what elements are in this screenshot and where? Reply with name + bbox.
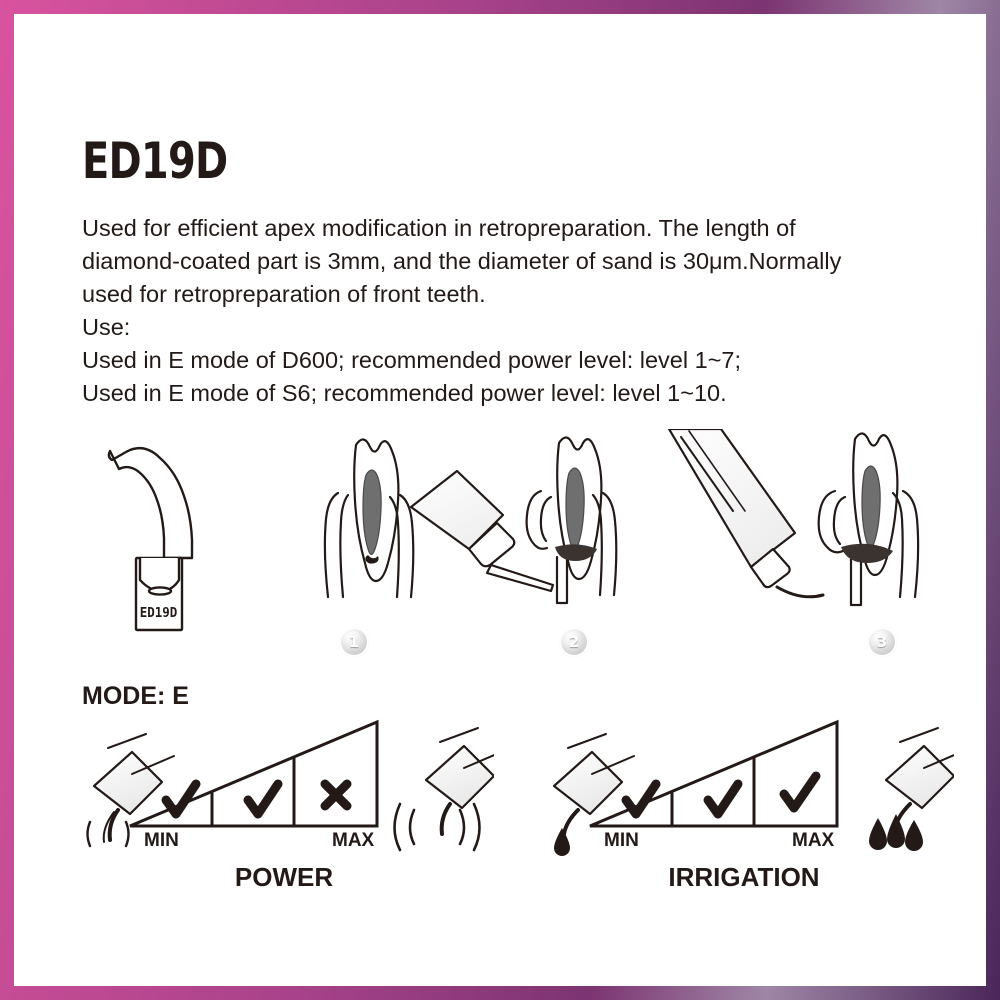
step-number: 1 [348, 633, 360, 651]
step-3-illustration: 3 [659, 429, 959, 657]
description-line-6: Used in E mode of S6; recommended power … [82, 380, 727, 406]
water-drops [869, 814, 923, 851]
power-caption: POWER [234, 862, 334, 892]
segment-check-2 [243, 779, 283, 819]
irrigation-caption: IRRIGATION [668, 862, 820, 892]
irrigation-gauge-diagram: MIN MAX [552, 719, 967, 856]
mode-label: MODE: E [82, 682, 189, 710]
segment-check-2 [703, 779, 743, 819]
handpiece-triple-drop-icon [884, 727, 967, 828]
gauge-triangle [589, 719, 839, 828]
description-line-1: Used for efficient apex modification in … [82, 215, 796, 241]
tooth-icon [323, 438, 415, 599]
irrigation-gauge: MIN MAX IRRIGATION [534, 714, 967, 904]
handpiece-high-vibration-icon [424, 727, 507, 836]
segment-check-3 [779, 771, 821, 813]
segment-check-1 [161, 779, 201, 819]
description-line-3: used for retropreparation of front teeth… [82, 281, 486, 307]
product-spec-card: ED19D Used for efficient apex modificati… [14, 14, 986, 986]
step-1-illustration: 1 [304, 429, 454, 657]
power-gauge: MIN MAX POWER [74, 714, 507, 904]
power-max-label: MAX [332, 830, 375, 851]
retro-cavity [555, 544, 597, 561]
description-line-2: diamond-coated part is 3mm, and the diam… [82, 248, 842, 274]
description-line-5: Used in E mode of D600; recommended powe… [82, 347, 742, 373]
irrigation-min-label: MIN [604, 830, 639, 851]
segment-check-1 [621, 779, 661, 819]
tip-engraving-label: ED19D [140, 606, 178, 621]
tip-and-tooth-icon [409, 436, 618, 605]
water-drop [554, 828, 570, 856]
scaler-tip-icon: ED19D [107, 446, 194, 632]
gauge-triangle [129, 719, 379, 828]
segment-cross-3 [320, 779, 352, 811]
product-description: Used for efficient apex modification in … [82, 212, 962, 410]
description-line-4: Use: [82, 314, 131, 340]
scaler-tip-illustration: ED19D [74, 429, 304, 659]
illustration-strip: ED19D 1 [14, 429, 986, 684]
power-gauge-diagram: MIN MAX [86, 719, 507, 852]
retro-cavity [841, 543, 893, 563]
power-segment-marks [161, 779, 352, 819]
step-badge-1: 1 [339, 627, 369, 657]
handpiece-low-vibration-icon [92, 733, 175, 843]
apex-lesion [365, 555, 379, 564]
power-min-label: MIN [144, 830, 179, 851]
step-number: 3 [876, 633, 888, 651]
pulp-chamber [362, 469, 382, 556]
pulp-chamber [861, 465, 881, 550]
step-badge-3: 3 [867, 627, 897, 657]
step-badge-2: 2 [559, 627, 589, 657]
step-2-illustration: 2 [399, 429, 659, 657]
page-title: ED19D [82, 132, 228, 190]
irrigation-segment-marks [621, 771, 821, 819]
handpiece-single-drop-icon [552, 733, 635, 836]
step-number: 2 [568, 633, 580, 651]
tip-engaged-icon [667, 429, 920, 607]
irrigation-max-label: MAX [792, 830, 835, 851]
